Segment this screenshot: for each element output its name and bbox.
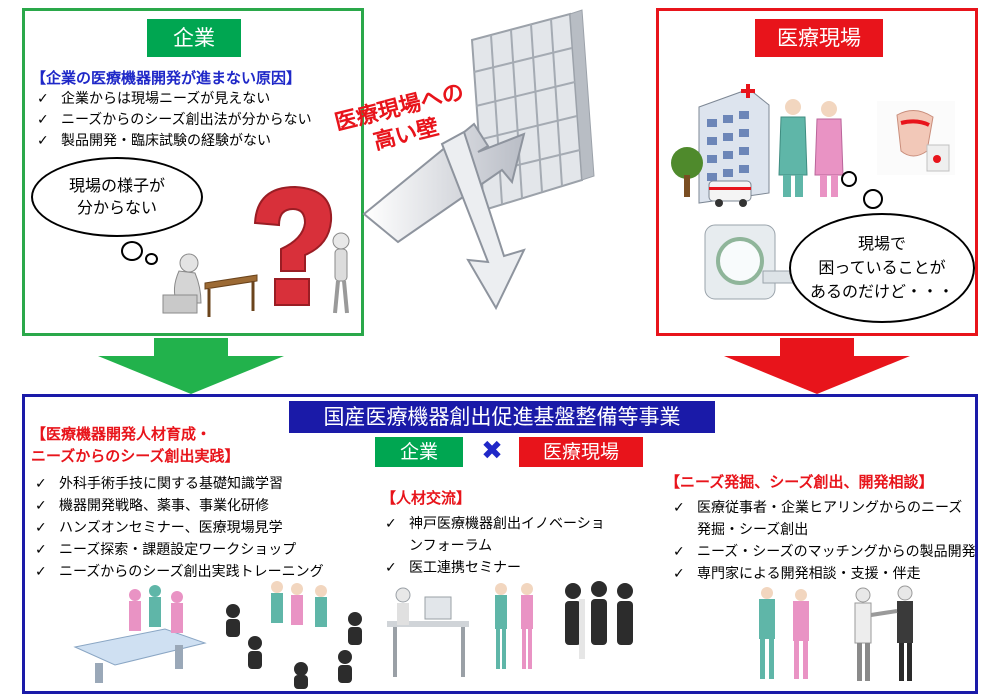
list-item: ✓ニーズ・シーズのマッチングからの製品開発 [671,541,976,563]
list-item: ✓ニーズからのシーズ創出法が分からない [35,110,312,131]
check-icon: ✓ [37,133,49,149]
exchange-list: ✓神戸医療機器創出イノベーショ ンフォーラム ✓医工連携セミナー [383,513,605,579]
project-panel: 国産医療機器創出促進基盤整備等事業 企業 ✖ 医療現場 【医療機器開発人材育成・… [22,394,978,694]
hospital-staff-illustration [671,84,955,300]
thought-dot [841,171,857,187]
check-icon: ✓ [385,516,397,532]
list-item: ✓医療従事者・企業ヒアリングからのニーズ [671,497,976,519]
project-title: 国産医療機器創出促進基盤整備等事業 [289,401,715,433]
list-item: ✓外科手術手技に関する基礎知識学習 [33,473,324,495]
list-item: ✓神戸医療機器創出イノベーショ [383,513,605,535]
company-panel: 企業 【企業の医療機器開発が進まない原因】 ✓企業からは現場ニーズが見えない ✓… [22,8,364,336]
list-item: ンフォーラム [409,538,493,554]
check-icon: ✓ [673,544,685,560]
list-item: ✓機器開発戦略、薬事、事業化研修 [33,495,324,517]
medical-thought-bubble: 現場で 困っていることが あるのだけど・・・ [789,213,975,323]
medical-tag-bottom: 医療現場 [519,437,643,467]
consultation-list: ✓医療従事者・企業ヒアリングからのニーズ 発掘・シーズ創出 ✓ニーズ・シーズのマ… [671,497,976,585]
high-wall-illustration [362,9,595,311]
thought-dot [145,253,158,265]
list-item: ✓ニーズ探索・課題設定ワークショップ [33,539,324,561]
list-item: 発掘・シーズ創出 [697,522,809,538]
check-icon: ✓ [37,91,49,107]
training-list: ✓外科手術手技に関する基礎知識学習 ✓機器開発戦略、薬事、事業化研修 ✓ハンズオ… [33,473,324,583]
list-item: ✓企業からは現場ニーズが見えない [35,89,312,110]
medical-panel: 医療現場 [656,8,978,336]
list-item: ✓製品開発・臨床試験の経験がない [35,131,312,152]
company-heading: 【企業の医療機器開発が進まない原因】 [31,69,302,87]
list-item: ✓専門家による開発相談・支援・伴走 [671,563,976,585]
company-tag: 企業 [147,19,241,57]
check-icon: ✓ [673,500,685,516]
check-icon: ✓ [35,498,47,514]
green-down-arrow [98,338,284,394]
consultation-illustration [759,585,913,681]
check-icon: ✓ [673,566,685,582]
thought-dot [863,189,883,209]
exchange-illustration [387,581,633,677]
check-icon: ✓ [35,476,47,492]
red-down-arrow [724,338,910,394]
thought-dot [121,241,143,261]
training-heading: 【医療機器開発人材育成・ ニーズからのシーズ創出実践】 [31,425,240,465]
exchange-heading: 【人材交流】 [381,489,472,507]
company-thought-bubble: 現場の様子が 分からない [31,157,203,237]
cross-icon: ✖ [481,436,503,466]
medical-tag: 医療現場 [755,19,883,57]
workshop-illustration [73,581,362,689]
list-item: ✓ニーズからのシーズ創出実践トレーニング [33,561,324,583]
check-icon: ✓ [37,112,49,128]
check-icon: ✓ [35,520,47,536]
list-item: ✓医工連携セミナー [383,557,605,579]
check-icon: ✓ [35,542,47,558]
check-icon: ✓ [385,560,397,576]
confused-person-illustration [162,185,350,317]
check-icon: ✓ [35,564,47,580]
list-item: ✓ハンズオンセミナー、医療現場見学 [33,517,324,539]
company-tag-bottom: 企業 [375,437,463,467]
consultation-heading: 【ニーズ発掘、シーズ創出、開発相談】 [665,473,934,491]
company-problem-list: ✓企業からは現場ニーズが見えない ✓ニーズからのシーズ創出法が分からない ✓製品… [35,89,312,152]
